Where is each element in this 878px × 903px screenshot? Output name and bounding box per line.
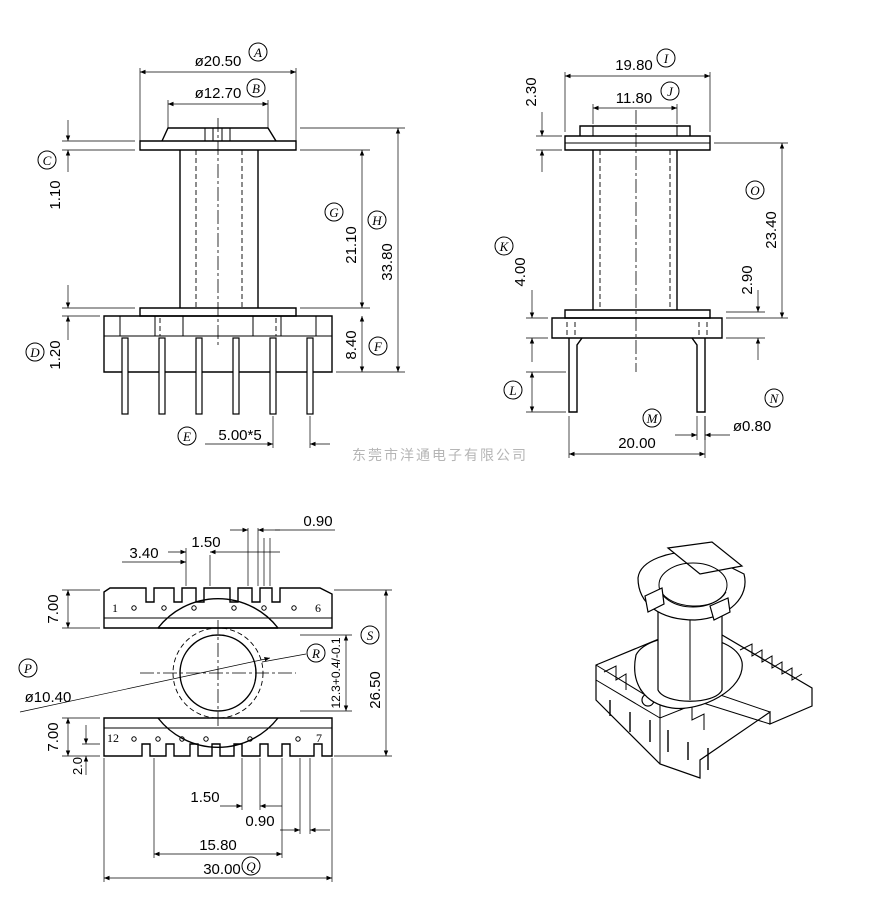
svg-text:Q: Q bbox=[246, 859, 256, 874]
callout-a: A bbox=[248, 42, 268, 62]
dim-i-value: 19.80 bbox=[615, 57, 653, 74]
dim-p-value: ø10.40 bbox=[25, 689, 72, 706]
dim-k-value: 4.00 bbox=[512, 257, 529, 286]
callout-h: H bbox=[367, 210, 387, 230]
callout-m: M bbox=[642, 408, 662, 428]
callout-j: J bbox=[660, 81, 680, 101]
dim-bot-slot-value: 0.90 bbox=[245, 813, 274, 830]
svg-text:S: S bbox=[367, 628, 374, 643]
dim-m-value: 20.00 bbox=[618, 435, 656, 452]
svg-text:N: N bbox=[769, 391, 780, 406]
dim-mid-value: 2.90 bbox=[739, 265, 756, 294]
svg-text:K: K bbox=[499, 239, 510, 254]
callout-q: Q bbox=[241, 856, 261, 876]
svg-text:L: L bbox=[508, 383, 516, 398]
dim-r-value: 12.3+0.4/-0.1 bbox=[329, 637, 343, 708]
callout-l: L bbox=[503, 380, 523, 400]
dim-q-value: 30.00 bbox=[203, 861, 241, 878]
callout-g: G bbox=[324, 202, 344, 222]
dim-e-value: 5.00*5 bbox=[218, 427, 261, 444]
dim-top-height-value: 7.00 bbox=[45, 594, 62, 623]
dim-top-slot-value: 0.90 bbox=[303, 513, 332, 530]
svg-text:J: J bbox=[667, 84, 674, 99]
svg-text:C: C bbox=[43, 153, 52, 168]
callout-i: I bbox=[656, 48, 676, 68]
svg-text:I: I bbox=[663, 51, 669, 66]
pin-number: 6 bbox=[315, 601, 321, 615]
svg-text:G: G bbox=[329, 205, 339, 220]
dim-f-value: 8.40 bbox=[343, 330, 360, 359]
svg-text:E: E bbox=[182, 429, 191, 444]
svg-text:A: A bbox=[253, 45, 262, 60]
dim-c-value: 1.10 bbox=[47, 180, 64, 209]
dim-g-value: 21.10 bbox=[343, 226, 360, 264]
dim-top-pitch-value: 1.50 bbox=[191, 534, 220, 551]
callout-s: S bbox=[360, 625, 380, 645]
svg-text:D: D bbox=[29, 345, 40, 360]
dim-bot-small-value: 2.0 bbox=[70, 757, 85, 775]
callout-e: E bbox=[177, 426, 197, 446]
callout-r: R bbox=[306, 643, 326, 663]
dim-top-value: 2.30 bbox=[523, 77, 540, 106]
callout-n: N bbox=[764, 388, 784, 408]
svg-text:H: H bbox=[371, 213, 382, 228]
dim-bot-span-value: 15.80 bbox=[199, 837, 237, 854]
dim-bot-height-value: 7.00 bbox=[45, 722, 62, 751]
callout-d: D bbox=[25, 342, 45, 362]
dim-a-value: ø20.50 bbox=[195, 53, 242, 70]
dim-o-value: 23.40 bbox=[763, 211, 780, 249]
dim-bot-pitch-value: 1.50 bbox=[190, 789, 219, 806]
front-pins bbox=[121, 337, 314, 415]
pin-number: 1 bbox=[112, 601, 118, 615]
dim-d-value: 1.20 bbox=[47, 340, 64, 369]
dim-n-value: ø0.80 bbox=[733, 418, 771, 435]
top-view bbox=[19, 527, 392, 882]
dim-b-value: ø12.70 bbox=[195, 85, 242, 102]
svg-text:R: R bbox=[311, 646, 320, 661]
isometric-view bbox=[595, 541, 813, 779]
callout-k: K bbox=[494, 236, 514, 256]
callout-p: P bbox=[18, 658, 38, 678]
pin-number: 7 bbox=[316, 731, 322, 745]
dim-h-value: 33.80 bbox=[379, 243, 396, 281]
side-view bbox=[526, 72, 788, 458]
callouts: A B C D E F G H I J K L M N O P Q R S bbox=[18, 42, 784, 876]
watermark: 东莞市洋通电子有限公司 bbox=[352, 447, 528, 464]
dim-s-value: 26.50 bbox=[367, 671, 384, 709]
pin-number: 12 bbox=[107, 731, 119, 745]
svg-text:F: F bbox=[373, 339, 383, 354]
front-view bbox=[62, 68, 405, 448]
svg-text:B: B bbox=[252, 81, 260, 96]
svg-text:M: M bbox=[646, 411, 659, 426]
dim-j-value: 11.80 bbox=[616, 90, 652, 107]
svg-text:P: P bbox=[23, 661, 32, 676]
callout-o: O bbox=[745, 180, 765, 200]
callout-b: B bbox=[246, 78, 266, 98]
callout-f: F bbox=[368, 336, 388, 356]
callout-c: C bbox=[37, 150, 57, 170]
dim-top-offset-value: 3.40 bbox=[129, 545, 158, 562]
svg-text:O: O bbox=[750, 183, 760, 198]
